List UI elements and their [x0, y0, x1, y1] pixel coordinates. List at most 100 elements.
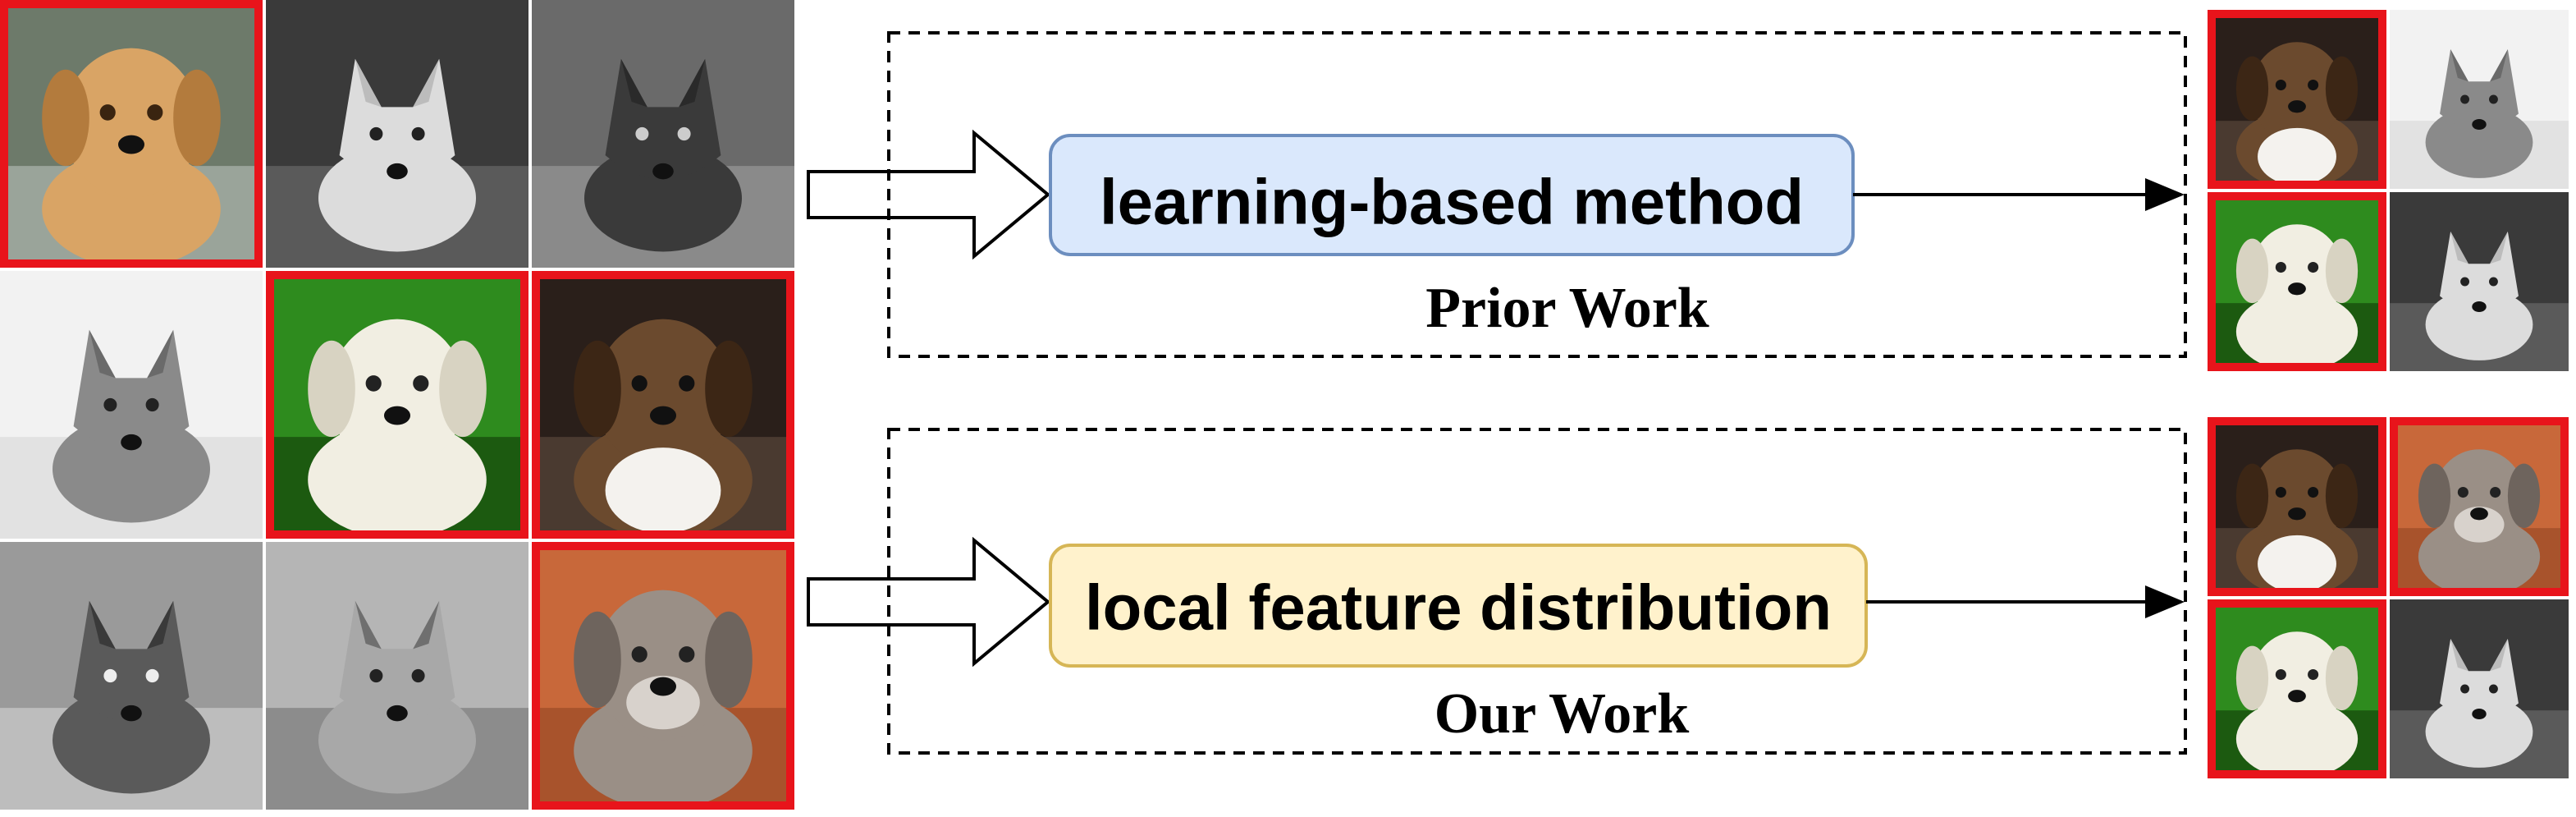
dog-nose	[2288, 507, 2306, 521]
wolf-nose	[387, 163, 408, 180]
dog-nose	[2470, 507, 2488, 521]
dog-ear-left	[308, 340, 355, 438]
dog-head	[2250, 449, 2344, 550]
dog-chest	[605, 448, 721, 534]
dog-eye-right	[2308, 487, 2319, 498]
dog-ear-left	[2235, 645, 2269, 711]
input-highlight-border	[266, 271, 528, 539]
wolf-body	[318, 686, 476, 794]
wolf-eye-right	[2488, 684, 2498, 694]
wolf-ear-right	[413, 58, 440, 108]
prior-output-grid	[2208, 10, 2569, 371]
dog-eye-right	[413, 375, 429, 392]
dog-ear-left	[42, 69, 89, 167]
dog-nose	[650, 406, 676, 425]
input-to-prior-arrow	[807, 129, 1051, 260]
input-highlight-border	[532, 271, 794, 539]
wolf-nose	[652, 163, 674, 180]
wolf-body	[584, 145, 742, 252]
input-tile-coyote	[0, 271, 263, 539]
learning-based-method-label: learning-based method	[1100, 166, 1804, 238]
input-tile-golden-retriever	[0, 0, 263, 268]
dog-nose	[2288, 100, 2306, 113]
wolf-eye-right	[145, 397, 159, 412]
dog-eye-right	[2490, 487, 2501, 498]
wolf-eye-left	[103, 668, 117, 683]
dog-ear-right	[2325, 56, 2359, 122]
wolf-ear-right	[679, 58, 706, 108]
our-output-highlight-border	[2208, 417, 2386, 596]
prior-output-highlight-border	[2208, 10, 2386, 189]
dog-eye-left	[365, 375, 382, 392]
prior-output-tile-old-english-sheepdog	[2208, 192, 2386, 371]
dog-eye-right	[2308, 669, 2319, 681]
dog-head	[328, 319, 466, 470]
dog-ear-right	[2325, 463, 2359, 529]
wolf-eye-left	[369, 126, 383, 141]
wolf-ear-left	[2450, 48, 2468, 82]
dog-head	[2250, 224, 2344, 325]
dog-nose	[118, 135, 144, 154]
input-tile-miniature-schnauzer	[532, 542, 794, 810]
dog-chest	[2258, 535, 2336, 593]
dog-beard	[2454, 507, 2505, 543]
input-highlight-border	[0, 0, 263, 268]
dog-ear-right	[2507, 463, 2541, 529]
dog-head	[62, 48, 200, 199]
wolf-body	[2425, 106, 2533, 178]
dog-eye-left	[2275, 262, 2286, 273]
input-tile-black-wolf	[532, 0, 794, 268]
wolf-eye-left	[2460, 277, 2470, 287]
wolf-ear-left	[2450, 231, 2468, 264]
dog-eye-left	[631, 375, 647, 392]
prior-work-dashed-frame	[887, 31, 2187, 358]
wolf-nose	[387, 705, 408, 722]
dog-ear-left	[574, 340, 621, 438]
wolf-eye-left	[103, 397, 117, 412]
dog-ear-left	[574, 611, 621, 709]
wolf-ear-left	[355, 58, 382, 108]
our-output-highlight-border	[2390, 417, 2569, 596]
our-output-tile-shetland-sheepdog	[2208, 417, 2386, 596]
dog-ear-right	[173, 69, 221, 167]
prior-output-tile-white-wolf	[2390, 192, 2569, 371]
dog-eye-right	[679, 375, 695, 392]
dog-nose	[2288, 282, 2306, 296]
wolf-nose	[121, 434, 142, 451]
wolf-eye-right	[411, 126, 425, 141]
wolf-eye-left	[369, 668, 383, 683]
wolf-nose	[2472, 708, 2487, 720]
dog-head	[2250, 42, 2344, 143]
wolf-eye-right	[2488, 277, 2498, 287]
wolf-eye-right	[145, 668, 159, 683]
dog-eye-right	[2308, 80, 2319, 91]
wolf-nose	[2472, 118, 2487, 131]
wolf-eye-left	[2460, 684, 2470, 694]
wolf-ear-right	[2490, 231, 2508, 264]
our-work-panel: local feature distribution Our Work	[887, 428, 2187, 755]
dog-ear-right	[2325, 238, 2359, 304]
wolf-nose	[2472, 301, 2487, 313]
dog-head	[594, 319, 732, 470]
dog-ear-left	[2418, 463, 2451, 529]
prior-work-panel: learning-based method Prior Work	[887, 31, 2187, 358]
dog-ear-right	[439, 340, 487, 438]
our-work-caption: Our Work	[1434, 682, 1690, 746]
our-output-highlight-border	[2208, 599, 2386, 778]
dog-eye-right	[147, 104, 163, 121]
wolf-body	[318, 145, 476, 252]
wolf-eye-left	[2460, 94, 2470, 104]
wolf-ear-left	[620, 58, 647, 108]
wolf-eye-right	[677, 126, 691, 141]
dog-beard	[626, 676, 700, 730]
wolf-eye-right	[411, 668, 425, 683]
prior-output-tile-coyote	[2390, 10, 2569, 189]
wolf-body	[2425, 695, 2533, 768]
dog-head	[2250, 631, 2344, 732]
wolf-eye-left	[635, 126, 649, 141]
wolf-ear-right	[2490, 48, 2508, 82]
input-tile-grey-wolf	[266, 542, 528, 810]
dog-nose	[2288, 690, 2306, 703]
dog-eye-right	[2308, 262, 2319, 273]
